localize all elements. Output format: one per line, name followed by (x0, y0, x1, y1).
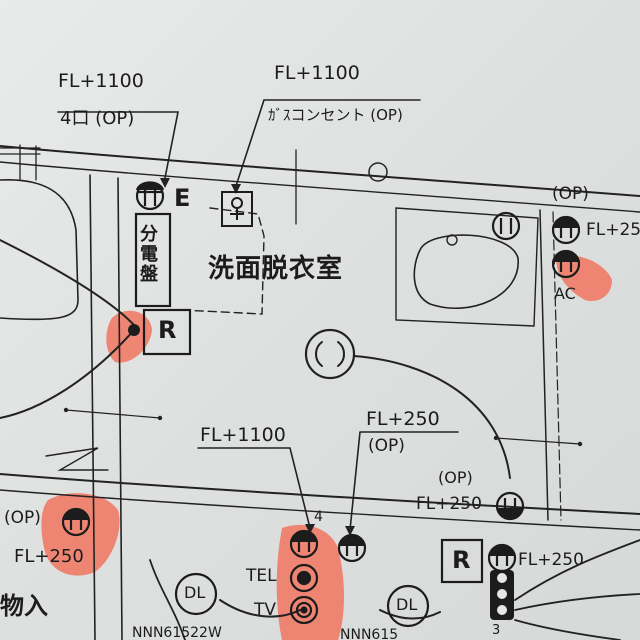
label-tv: TV (254, 600, 277, 620)
label-left-height: FL+250 (14, 546, 84, 567)
label-gas-spec: ｶﾞｽコンセント (OP) (268, 106, 403, 124)
label-gas-height: FL+1100 (274, 62, 360, 84)
grounding-mark: E (174, 184, 191, 212)
label-center-left-height: FL+1100 (200, 424, 286, 446)
tv-jack (289, 595, 319, 625)
label-ac: AC (554, 284, 576, 303)
highlight-tel-tv (276, 524, 344, 640)
label-count-3: 3 (492, 623, 501, 638)
outlet-top-left (135, 181, 165, 211)
vent-circle (368, 162, 388, 182)
outlet-symbols (61, 181, 581, 625)
panel-board-label: 分電盤 (137, 224, 158, 284)
wall-left-inner (89, 174, 96, 640)
washbasin-bowl (413, 234, 519, 309)
leader-gas (235, 99, 421, 187)
outlet-vanity (491, 211, 521, 241)
label-right-mid-height: FL+250 (416, 494, 482, 514)
label-left-op: (OP) (4, 508, 41, 528)
leader-top-left (57, 111, 179, 179)
outlet-left (61, 507, 91, 537)
label-top-left-spec: 4口 (OP) (60, 108, 135, 129)
ceiling-light-outer (304, 328, 356, 380)
leader-center-left (197, 447, 311, 529)
label-right-mid-op: (OP) (438, 468, 473, 487)
wire-left-arc (0, 239, 135, 326)
zigzag-mark (45, 447, 109, 471)
wire-dl-left (219, 599, 301, 618)
dim-line-right (495, 437, 581, 445)
tel-jack (289, 563, 319, 593)
outlet-right-mid (495, 491, 525, 521)
outlet-center-b (337, 533, 367, 563)
room-name: 洗面脱衣室 (208, 254, 344, 284)
panel-board-box (134, 212, 172, 308)
bathtub-outline (0, 179, 79, 321)
wall-top-outer (0, 145, 640, 197)
wall-bottom (0, 473, 640, 515)
label-model-left: NNN61522W (132, 625, 222, 640)
ceiling-light-inner-right (337, 341, 345, 367)
outlet-center-a (289, 529, 319, 559)
label-tel: TEL (246, 566, 277, 586)
left-double-lines (0, 147, 41, 155)
vanity-outline (395, 207, 539, 327)
wall-top-left-stub (19, 144, 37, 181)
wall-room-left (117, 177, 123, 640)
wall-right-a (539, 209, 549, 521)
label-model-right: NNN615 (340, 627, 399, 640)
basin-tap (446, 234, 458, 246)
remote-right-r: R (452, 546, 471, 574)
wire-bottom-left (149, 559, 186, 640)
wire-dl-right (379, 609, 441, 620)
wall-top-inner (0, 161, 640, 213)
label-storage: 物入 (0, 592, 48, 620)
remote-boxes (142, 308, 484, 584)
remote-left-r: R (158, 316, 177, 344)
downlight-symbols (174, 572, 430, 628)
dim-line-left (65, 409, 161, 419)
dim-dots (63, 407, 583, 447)
downlight-left-label: DL (184, 583, 206, 602)
label-top-left-height: FL+1100 (58, 70, 144, 92)
wall-right-b (552, 211, 562, 521)
arrowheads (160, 178, 355, 536)
panel-dot (128, 324, 140, 336)
gas-outlet-symbol (221, 191, 253, 227)
ceiling-light-inner-left (315, 341, 323, 367)
wire-panel-down (0, 329, 135, 419)
outlet-ac (551, 249, 581, 279)
label-top-right-op: (OP) (552, 184, 589, 204)
wire-light-to-outlet (353, 355, 511, 479)
highlight-marks (41, 255, 612, 640)
wire-right-fan-b (514, 593, 640, 611)
label-center-right-height: FL+250 (366, 408, 440, 430)
label-bottom-right-height: FL+250 (518, 550, 584, 570)
leader-center-right (349, 431, 459, 531)
switch-cluster (490, 570, 514, 620)
label-count-4: 4 (314, 509, 323, 525)
label-top-right-height: FL+25 (586, 220, 640, 240)
wire-right-fan-c (514, 619, 621, 640)
washer-dashed-box (181, 207, 265, 315)
label-center-right-op: (OP) (368, 436, 405, 456)
wall-bottom-inner (0, 489, 640, 531)
outlet-bottom-right (487, 543, 517, 573)
wire-right-fan-a (514, 539, 640, 601)
outlet-top-right (551, 215, 581, 245)
downlight-right-label: DL (396, 595, 418, 614)
